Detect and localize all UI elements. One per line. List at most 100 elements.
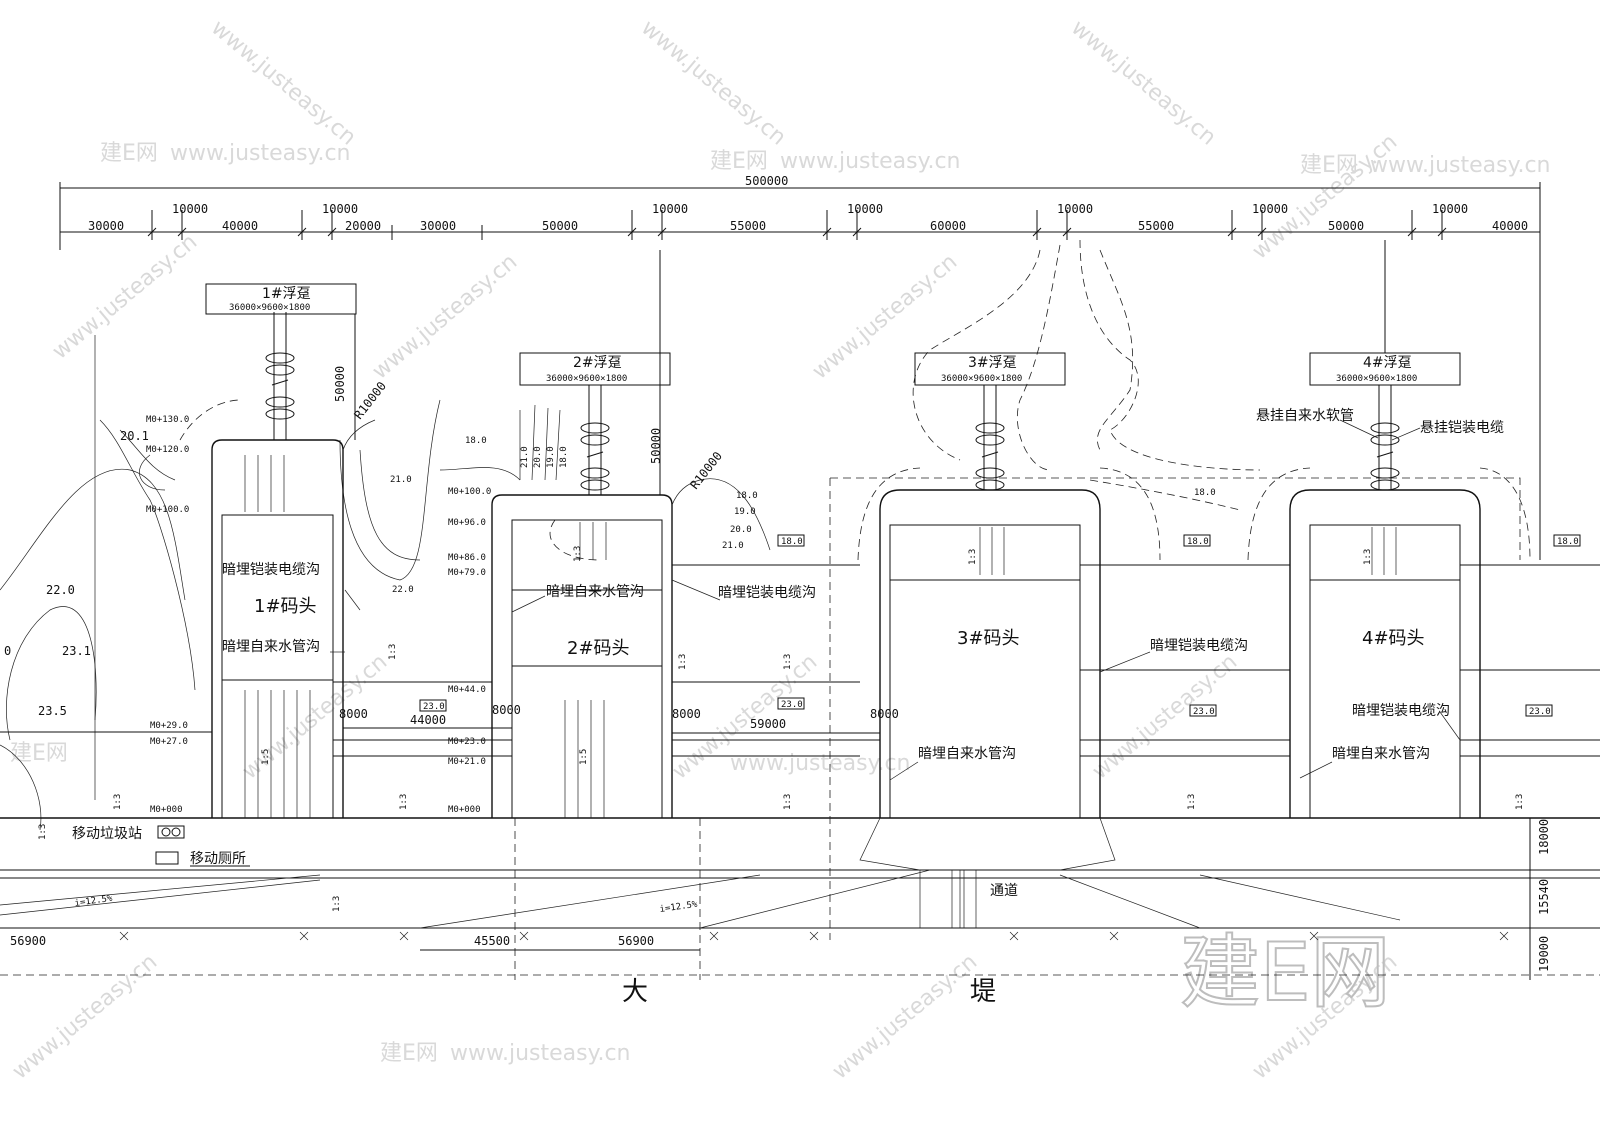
vertical-dim: 18000 xyxy=(1537,819,1551,855)
ratio-label: 1:3 xyxy=(38,824,48,840)
contour-value: 22.0 xyxy=(392,585,414,595)
watermark-logo: 建E网 xyxy=(710,149,768,174)
garbage-station-label: 移动垃圾站 xyxy=(72,826,142,842)
level-box-value: 18.0 xyxy=(1557,537,1579,547)
segment-dim-10: 40000 xyxy=(1492,219,1528,233)
horizontal-dim: 8000 xyxy=(492,703,521,717)
dock-label: 4#码头 xyxy=(1362,628,1425,649)
fender-arcs xyxy=(179,399,1531,561)
barge-title: 2#浮趸 xyxy=(573,355,622,371)
slope-label: i=12.5% xyxy=(74,894,114,909)
watermark-text: www.justeasy.cn xyxy=(1066,15,1220,150)
slope-label: i=12.5% xyxy=(659,900,699,915)
watermark-text: www.justeasy.cn xyxy=(450,1041,631,1066)
barge-title: 1#浮趸 xyxy=(262,286,311,302)
watermark-text: www.justeasy.cn xyxy=(828,949,982,1084)
terrain-contours xyxy=(0,239,1261,831)
elevation-mark: M0+130.0 xyxy=(146,415,189,425)
cable-trench-label: 暗埋铠装电缆沟 xyxy=(1352,703,1450,719)
ratio-label: 1:3 xyxy=(1363,549,1373,565)
watermark-text: www.justeasy.cn xyxy=(636,15,790,150)
contour-value: 22.0 xyxy=(46,583,75,597)
elevation-mark: M0+96.0 xyxy=(448,518,486,528)
garbage-station-icon xyxy=(157,825,185,839)
ratio-label: 1:3 xyxy=(783,654,793,670)
ratio-label: 1:3 xyxy=(388,644,398,660)
horizontal-dim: 56900 xyxy=(618,934,654,948)
passage-label: 通道 xyxy=(990,883,1018,899)
watermark-text: www.justeasy.cn xyxy=(8,949,162,1084)
gap-dim: 10000 xyxy=(172,202,208,216)
segment-dim-4: 30000 xyxy=(420,219,456,233)
toilet-label: 移动厕所 xyxy=(190,851,246,867)
cable-trench-label: 暗埋铠装电缆沟 xyxy=(1150,638,1248,654)
water-trench-label: 暗埋自来水管沟 xyxy=(918,746,1016,762)
elevation-mark: M0+23.0 xyxy=(448,737,486,747)
ratio-label: 1:5 xyxy=(261,749,271,765)
horizontal-dim: 8000 xyxy=(870,707,899,721)
level-box-value: 23.0 xyxy=(423,702,445,712)
ratio-label: 1:3 xyxy=(399,794,409,810)
vertical-dim: 15540 xyxy=(1537,879,1551,915)
dock-label: 1#码头 xyxy=(254,596,317,617)
contour-value: 19.0 xyxy=(734,507,756,517)
horizontal-dim: 8000 xyxy=(672,707,701,721)
cable-trench-label: 暗埋铠装电缆沟 xyxy=(718,585,816,601)
site-outline xyxy=(0,240,1600,980)
dock-label: 3#码头 xyxy=(957,628,1020,649)
ratio-label: 1:3 xyxy=(678,654,688,670)
contour-value: 0 xyxy=(4,644,11,658)
level-box-value: 18.0 xyxy=(1187,537,1209,547)
ratio-label: 1:5 xyxy=(579,749,589,765)
contour-value: 19.0 xyxy=(546,446,556,468)
vertical-dim: 50000 xyxy=(649,428,663,464)
barge-size: 36000×9600×1800 xyxy=(229,303,310,313)
elevation-mark: M0+000 xyxy=(448,805,481,815)
barge-size: 36000×9600×1800 xyxy=(546,374,627,384)
dock-1: 1#浮趸 36000×9600×1800 1#码头 暗埋铠装电缆沟 暗埋自来水管… xyxy=(205,283,361,819)
elevation-mark: M0+21.0 xyxy=(448,757,486,767)
barge-size: 36000×9600×1800 xyxy=(1336,374,1417,384)
vertical-dim: 50000 xyxy=(333,366,347,402)
watermark-logo: 建E网 xyxy=(100,141,158,166)
water-trench-label: 暗埋自来水管沟 xyxy=(222,639,320,655)
radius-label: R10000 xyxy=(351,379,389,422)
cable-label: 悬挂铠装电缆 xyxy=(1420,420,1504,436)
gap-dim: 10000 xyxy=(1252,202,1288,216)
elevation-mark: M0+100.0 xyxy=(146,505,189,515)
level-box-value: 23.0 xyxy=(1529,707,1551,717)
barge-title: 3#浮趸 xyxy=(968,355,1017,371)
total-dimension: 500000 xyxy=(745,174,788,188)
dock-2: 2#浮趸 36000×9600×1800 2#码头 暗埋自来水管沟 暗埋铠装电缆… xyxy=(491,352,816,819)
barge-title: 4#浮趸 xyxy=(1363,355,1412,371)
contour-value: 21.0 xyxy=(722,541,744,551)
elevation-mark: M0+000 xyxy=(150,805,183,815)
watermark-text: www.justeasy.cn xyxy=(1370,153,1551,178)
level-box-value: 23.0 xyxy=(781,700,803,710)
horizontal-dim: 45500 xyxy=(474,934,510,948)
gap-dim: 10000 xyxy=(652,202,688,216)
contour-value: 23.1 xyxy=(62,644,91,658)
gap-dim: 10000 xyxy=(847,202,883,216)
contour-value: 21.0 xyxy=(390,475,412,485)
watermark-text: www.justeasy.cn xyxy=(368,249,522,384)
watermark-text: www.justeasy.cn xyxy=(206,15,360,150)
elevation-mark: M0+44.0 xyxy=(448,685,486,695)
watermark-logo: 建E网 xyxy=(1300,153,1358,178)
radius-label: R10000 xyxy=(687,449,725,492)
cable-trench-label: 暗埋铠装电缆沟 xyxy=(222,562,320,578)
watermark-text: www.justeasy.cn xyxy=(808,249,962,384)
tree-symbols xyxy=(119,931,1509,941)
segment-dim-8: 55000 xyxy=(1138,219,1174,233)
hose-label: 悬挂自来水软管 xyxy=(1256,408,1354,424)
watermark-large: 建E网 xyxy=(1180,926,1391,1019)
ratio-label: 1:3 xyxy=(1187,794,1197,810)
facilities: 移动垃圾站 移动厕所 xyxy=(72,825,250,867)
segment-dim-7: 60000 xyxy=(930,219,966,233)
elevation-mark: M0+79.0 xyxy=(448,568,486,578)
contour-value: 18.0 xyxy=(736,491,758,501)
segment-dim-5: 50000 xyxy=(542,219,578,233)
contour-value: 21.0 xyxy=(520,446,530,468)
elevation-mark: M0+27.0 xyxy=(150,737,188,747)
